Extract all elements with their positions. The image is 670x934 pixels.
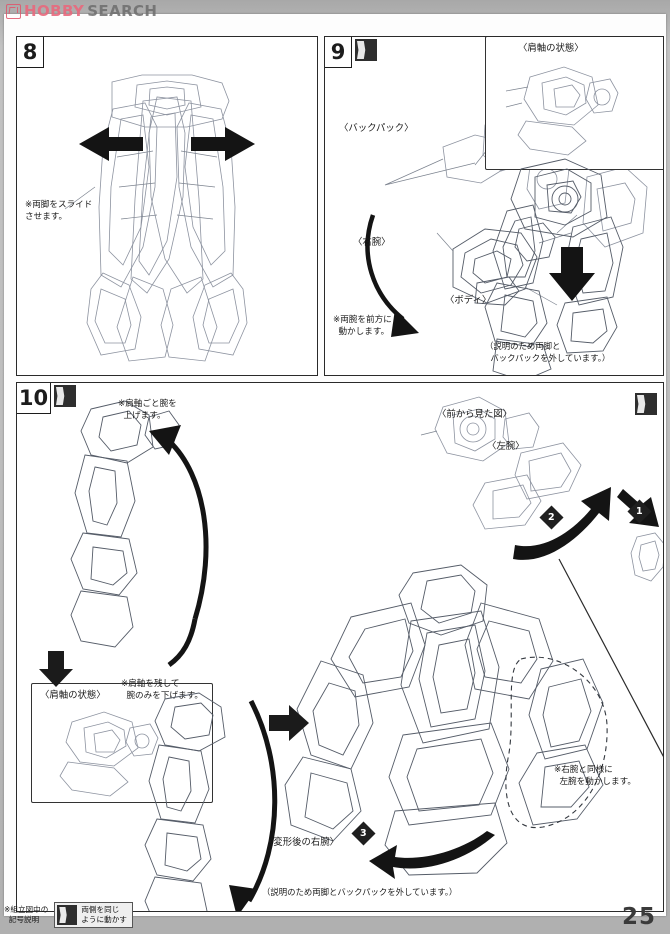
step-9-subpanel-label: 〈肩軸の状態〉 (518, 43, 584, 54)
step-9-label-right-arm: 〈右腕〉 (353, 237, 391, 248)
footer-legend: ※組立図中の 記号説明 両側を同じ ように動かす (4, 900, 133, 930)
step-10-note-2: ※肩軸を残して 腕のみを下げます。 (121, 679, 203, 701)
footer-legend-box: 両側を同じ ように動かす (54, 902, 133, 928)
step-9-label-body: 〈ボディ〉 (445, 295, 492, 306)
hobby-search-logo-icon (6, 3, 21, 19)
step-10-right-arrow (269, 705, 309, 741)
shoulder-axis-state-illustration (59, 711, 159, 797)
shoulder-axis-illustration (505, 66, 619, 156)
step-10-caption: （説明のため両脚とバックパックを外しています。） (262, 887, 458, 897)
step-number-8-badge: 8 (17, 37, 44, 68)
step-9-note-1: ※両腕を前方に 動かします。 (333, 315, 392, 337)
step-number-10: 10 (18, 385, 49, 410)
step-10-arm-down-illustration (144, 692, 278, 911)
step-number-10-badge: 10 (17, 383, 51, 414)
instruction-sheet: 8 ※両脚をスライド させます。 (4, 14, 666, 916)
step-panel-8: 8 ※両脚をスライド させます。 (16, 36, 318, 376)
step-10-label-front-view: 〈前から見た図〉 (437, 409, 513, 420)
step-10-left-arm-front-view (420, 396, 582, 530)
step-number-9: 9 (330, 39, 346, 64)
step-10-bottom-arrow (369, 831, 495, 879)
step-10-divider-line (558, 558, 663, 757)
step-10-label-left-arm: 〈左腕〉 (487, 441, 525, 452)
step-10-arm-up-illustration (70, 400, 209, 668)
watermark-brand-gray: SEARCH (87, 2, 158, 20)
step-10-subpanel-shoulder-axis: 〈肩軸の状態〉 (31, 683, 213, 803)
both-sides-move-icon-step9 (355, 39, 377, 61)
watermark: HOBBY SEARCH (6, 2, 157, 20)
page-number: 25 (621, 904, 656, 930)
step-9-assembled-torso (484, 158, 624, 375)
step-9-subpanel-shoulder-axis: 〈肩軸の状態〉 (485, 37, 663, 170)
step-panel-10: ※肩軸ごと腕を 上げます。 〈肩軸の状態〉 ※肩軸を残して 腕のみを下げます。 (16, 382, 664, 912)
step-number-9-badge: 9 (325, 37, 352, 68)
both-sides-move-icon-step10 (54, 385, 76, 407)
watermark-brand-red: HOBBY (24, 2, 85, 20)
step-9-caption: （説明のため両脚と バックパックを外しています。） (485, 341, 611, 363)
step-10-assembled-robot (284, 564, 608, 876)
step-10-hand-part (630, 532, 663, 582)
step-8-illustration (64, 74, 255, 362)
step-8-note-1: ※両脚をスライド させます。 (25, 200, 93, 222)
step-10-note-3: ※右腕と同様に 左腕を動かします。 (554, 765, 636, 787)
step-10-down-arrow (39, 651, 73, 687)
step-number-8: 8 (22, 39, 38, 64)
footer-legend-text: 両側を同じ ように動かす (81, 905, 127, 924)
both-sides-move-icon-legend (57, 905, 78, 925)
both-sides-move-icon-step10-right (635, 393, 657, 415)
step-10-label-transformed-right-arm: 〈変形後の右腕〉 (264, 837, 340, 848)
step-panel-9: 〈肩軸の状態〉 (324, 36, 664, 376)
step-10-note-1: ※肩軸ごと腕を 上げます。 (118, 399, 177, 421)
step-10-subpanel-label: 〈肩軸の状態〉 (40, 690, 106, 701)
footer-note: ※組立図中の 記号説明 (4, 905, 49, 924)
step-9-label-backpack: 〈バックパック〉 (339, 123, 414, 134)
